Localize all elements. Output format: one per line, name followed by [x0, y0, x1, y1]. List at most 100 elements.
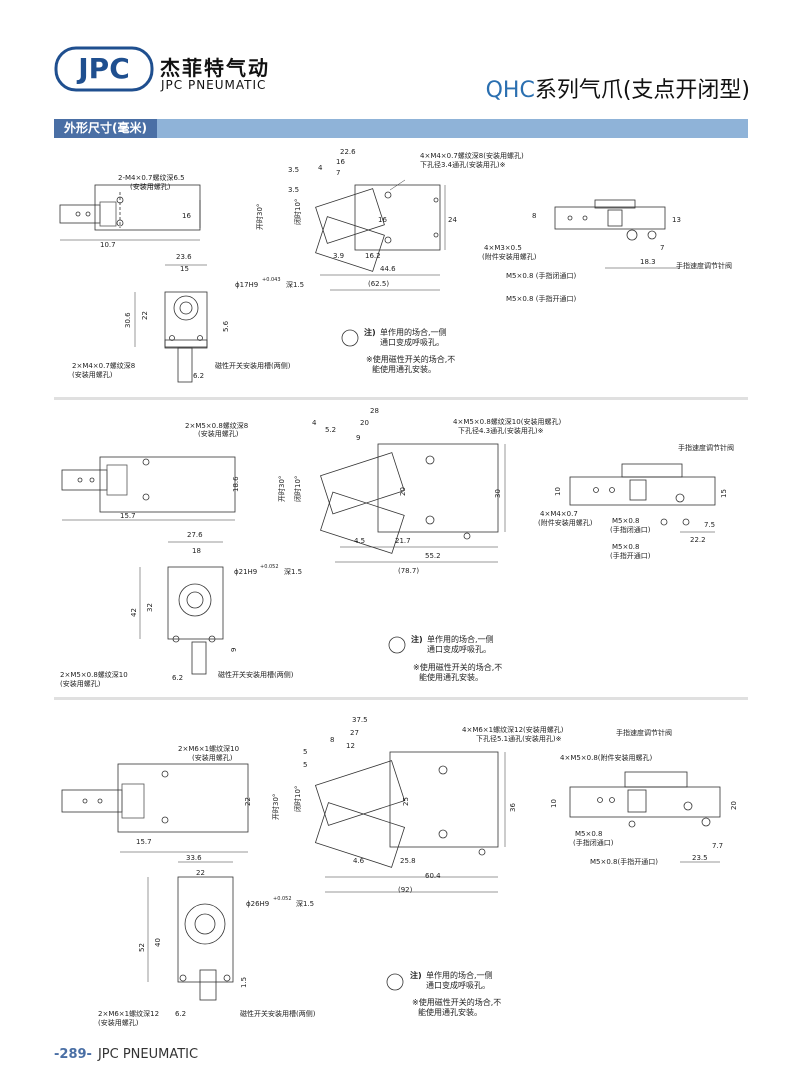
label-phi: ϕ17H9: [235, 281, 258, 289]
footer: -289-JPC PNEUMATIC: [54, 1047, 198, 1062]
label-m4: 4×M4×0.7: [540, 510, 578, 518]
label-thread-top-sub: (安装用螺孔): [130, 182, 171, 191]
label-phi-depth: 深1.5: [296, 899, 314, 908]
dim-5-2: 5.2: [325, 426, 336, 434]
separator: [54, 697, 748, 700]
label-thread-r2: 下孔径3.4通孔(安装用孔)※: [420, 160, 506, 169]
note-line-1: 单作用的场合,一侧: [427, 634, 494, 644]
dim-16-2: 16.2: [365, 252, 381, 260]
dim-5b: 5: [303, 761, 307, 769]
dim-13: 13: [672, 216, 681, 224]
label-thread-b-sub: (安装用螺孔): [60, 679, 101, 688]
label-close: 闭时10°: [293, 199, 302, 225]
dim-7-5: 7.5: [704, 521, 715, 529]
dim-8: 8: [330, 736, 334, 744]
label-valve: 手指速度调节针阀: [616, 728, 672, 737]
label-m5: 4×M5×0.8(附件安装用螺孔): [560, 753, 653, 762]
dim-4: 4: [318, 164, 323, 172]
dim-9: 9: [356, 434, 360, 442]
dim-30-6: 30.6: [124, 312, 132, 328]
dim-3-5: 3.5: [288, 166, 299, 174]
dim-25-8: 25.8: [400, 857, 416, 865]
company-name-cn: 杰菲特气动: [160, 56, 270, 80]
label-port-close-sub: (手指闭通口): [573, 838, 614, 847]
section-label: 外形尺寸(毫米): [54, 119, 157, 138]
dim-7-7: 7.7: [712, 842, 723, 850]
label-open: 开时30°: [255, 204, 264, 230]
series-code: QHC: [485, 78, 535, 103]
note-line-3: ※使用磁性开关的场合,不: [366, 354, 455, 364]
label-thread-top-sub: (安装用螺孔): [198, 429, 239, 438]
dim-22b: 22: [196, 869, 205, 877]
label-thread-b: 2×M6×1螺纹深12: [98, 1009, 159, 1018]
label-thread-top: 2-M4×0.7螺纹深6.5: [118, 173, 185, 182]
dim-15: 15: [180, 265, 189, 273]
dim-4-5: 4.5: [354, 537, 365, 545]
dim-6-2: 6.2: [175, 1010, 186, 1018]
dim-12: 12: [346, 742, 355, 750]
label-mag: 磁性开关安装用槽(两侧): [218, 670, 294, 679]
jpc-logo: JPC: [54, 46, 154, 92]
dim-22: 22: [141, 311, 149, 320]
label-phi-tol: +0.052: [260, 564, 279, 570]
dim-62-5: (62.5): [368, 280, 389, 288]
label-port-open: M5×0.8 (手指开通口): [506, 294, 576, 303]
note-line-4: 能使用通孔安装。: [419, 672, 483, 682]
label-m4-sub: (附件安装用螺孔): [538, 518, 593, 527]
label-thread-b-sub: (安装用螺孔): [72, 370, 113, 379]
note-line-4: 能使用通孔安装。: [372, 364, 436, 374]
dim-1-5: 1.5: [240, 977, 248, 988]
dim-15: 15: [720, 489, 728, 498]
dim-37-5: 37.5: [352, 716, 368, 724]
separator: [54, 397, 748, 400]
dim-32: 32: [146, 603, 154, 612]
dim-22: 22: [244, 797, 252, 806]
dim-92: (92): [398, 886, 413, 894]
dim-8: 8: [532, 212, 536, 220]
dim-18-3: 18.3: [640, 258, 656, 266]
drawing-qhc-large: 2×M6×1螺纹深10 (安装用螺孔) 22 15.7 37.5 27 12 8…: [61, 716, 738, 1027]
dim-27-6: 27.6: [187, 531, 203, 539]
label-port-close: M5×0.8 (手指闭通口): [506, 271, 576, 280]
label-phi-tol: +0.043: [262, 277, 281, 283]
dim-4-6: 4.6: [353, 857, 365, 865]
label-phi: ϕ26H9: [246, 900, 269, 908]
label-m3-sub: (附件安装用螺孔): [482, 252, 537, 261]
note-pin-icon: [388, 636, 406, 654]
label-phi-depth: 深1.5: [286, 280, 304, 289]
footer-brand: JPC PNEUMATIC: [97, 1047, 199, 1062]
note-line-4: 能使用通孔安装。: [418, 1007, 482, 1017]
dim-15-7: 15.7: [120, 512, 136, 520]
note-line-1: 单作用的场合,一侧: [380, 327, 447, 337]
dim-7b: 7: [660, 244, 664, 252]
label-thread-r1: 4×M5×0.8螺纹深10(安装用螺孔): [453, 417, 561, 426]
label-thread-b: 2×M5×0.8螺纹深10: [60, 670, 128, 679]
page-title: QHC系列气爪(支点开闭型): [486, 72, 750, 104]
label-thread-top: 2×M6×1螺纹深10: [178, 744, 239, 753]
label-port-open-sub: (手指开通口): [610, 551, 651, 560]
dim-6-2: 6.2: [172, 674, 183, 682]
note-line-2: 通口变成呼吸孔。: [380, 337, 444, 347]
dim-16v: 16: [378, 216, 387, 224]
dim-27: 27: [350, 729, 359, 737]
dim-44-6: 44.6: [380, 265, 396, 273]
note-line-3: ※使用磁性开关的场合,不: [413, 662, 502, 672]
series-name: 系列气爪(支点开闭型): [534, 78, 750, 103]
label-thread-r1: 4×M4×0.7螺纹深8(安装用螺孔): [420, 151, 524, 160]
note-line-1: 单作用的场合,一侧: [426, 970, 493, 980]
drawing-qhc-medium: 2×M5×0.8螺纹深8 (安装用螺孔) 18.6 15.7 28 20 9 5…: [60, 407, 734, 688]
label-phi-depth: 深1.5: [284, 567, 302, 576]
label-mag: 磁性开关安装用槽(两侧): [240, 1009, 316, 1018]
dim-5: 5: [303, 748, 307, 756]
dim-23-6: 23.6: [176, 253, 192, 261]
label-thread-b: 2×M4×0.7螺纹深8: [72, 361, 135, 370]
label-thread-b-sub: (安装用螺孔): [98, 1018, 139, 1027]
dim-42: 42: [130, 608, 138, 617]
label-m3: 4×M3×0.5: [484, 244, 522, 252]
dim-16: 16: [182, 212, 191, 220]
dim-52: 52: [138, 943, 146, 952]
label-thread-r2: 下孔径5.1通孔(安装用孔)※: [476, 734, 562, 743]
label-thread-r2: 下孔径4.3通孔(安装用孔)※: [458, 426, 544, 435]
label-port-open: M5×0.8: [612, 543, 640, 551]
dim-10-7: 10.7: [100, 241, 116, 249]
